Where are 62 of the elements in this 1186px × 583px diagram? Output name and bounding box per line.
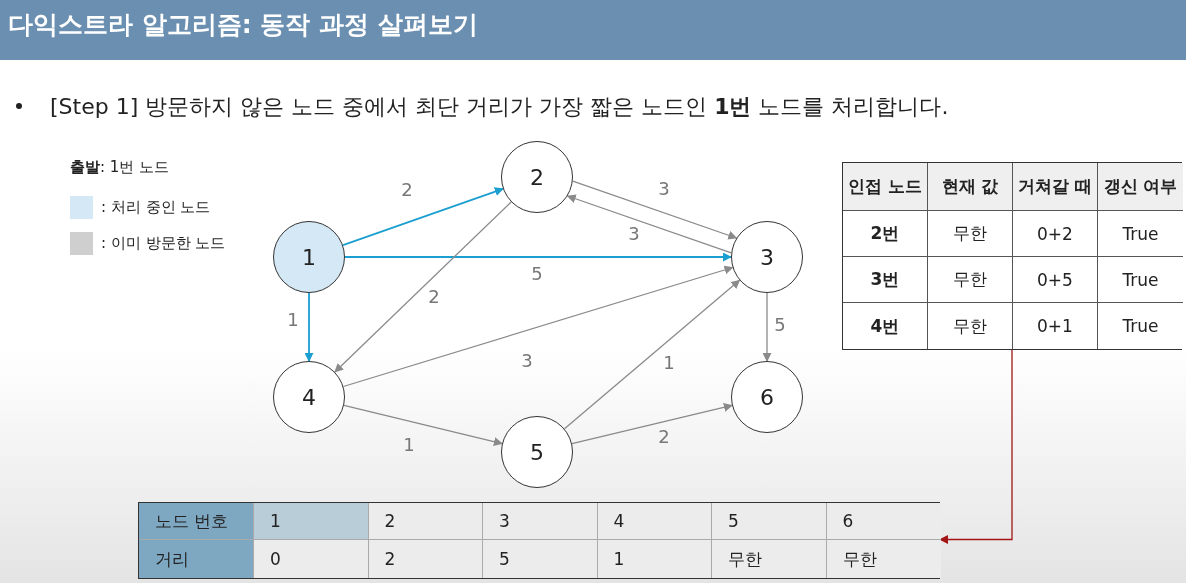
- arrow: [343, 404, 503, 447]
- header-cell: 인접 노드: [843, 163, 928, 211]
- graph-node: 6: [731, 361, 803, 433]
- table-cell: 무한: [928, 211, 1013, 257]
- header-cell: 노드 번호: [139, 503, 254, 540]
- edge-label: 1: [403, 433, 415, 455]
- edge-label: 3: [521, 349, 533, 371]
- graph-node: 5: [501, 416, 573, 488]
- header-cell: 거쳐갈 때: [1013, 163, 1098, 211]
- table-cell: 2번: [843, 211, 928, 257]
- edge-label: 1: [287, 308, 299, 330]
- step-text: [Step 1] 방문하지 않은 노드 중에서 최단 거리가 가장 짧은 노드인 1번 노드를 처리합니다.: [50, 94, 949, 119]
- arrow: [344, 252, 732, 262]
- table-cell: 무한: [928, 257, 1013, 303]
- arrow: [304, 292, 314, 362]
- header-cell: 5: [712, 503, 827, 540]
- table-cell: 2: [368, 540, 483, 578]
- table-cell: 무한: [712, 540, 827, 578]
- arrow: [334, 201, 512, 373]
- edge-label: 5: [531, 262, 543, 284]
- table-cell: 5: [483, 540, 598, 578]
- table-cell: 0+2: [1013, 211, 1098, 257]
- arrow: [571, 402, 733, 445]
- arrow: [342, 265, 734, 388]
- table-cell: 0: [254, 540, 369, 578]
- graph-node: 1: [273, 221, 345, 293]
- edge-label: 2: [428, 285, 440, 307]
- edge-label: 3: [658, 177, 670, 199]
- title: 다익스트라 알고리즘: 동작 과정 살펴보기: [0, 0, 1186, 60]
- table-cell: 거리: [139, 540, 254, 578]
- table-cell: True: [1098, 211, 1183, 257]
- header-cell: 3: [483, 503, 598, 540]
- arrow: [572, 180, 738, 240]
- edge-label: 3: [628, 222, 640, 244]
- header-cell: 갱신 여부: [1098, 163, 1183, 211]
- edge-label: 2: [401, 178, 413, 200]
- arrow: [762, 292, 772, 362]
- table-cell: 무한: [826, 540, 941, 578]
- table-cell: 1: [597, 540, 712, 578]
- header-cell: 4: [597, 503, 712, 540]
- header-cell: 현재 값: [928, 163, 1013, 211]
- legend-label: : 이미 방문한 노드: [101, 234, 226, 253]
- data-table: [842, 162, 1182, 350]
- table-cell: 0+5: [1013, 257, 1098, 303]
- edge-label: 5: [774, 313, 786, 335]
- edge-label: 2: [658, 425, 670, 447]
- start-label: 출발: 1번 노드: [70, 158, 170, 177]
- edge-label: 1: [663, 351, 675, 373]
- data-table: [138, 502, 940, 579]
- header-cell: 1: [254, 503, 369, 540]
- table-cell: 3번: [843, 257, 928, 303]
- table-cell: True: [1098, 257, 1183, 303]
- arrow: [939, 347, 1013, 544]
- graph-node: 4: [273, 361, 345, 433]
- arrow: [566, 194, 732, 254]
- arrow: [342, 187, 504, 246]
- legend-label: : 처리 중인 노드: [101, 198, 211, 217]
- header-cell: 6: [826, 503, 941, 540]
- graph-node: 2: [501, 141, 573, 213]
- graph-node: 3: [731, 221, 803, 293]
- header-cell: 2: [368, 503, 483, 540]
- arrow: [563, 279, 741, 430]
